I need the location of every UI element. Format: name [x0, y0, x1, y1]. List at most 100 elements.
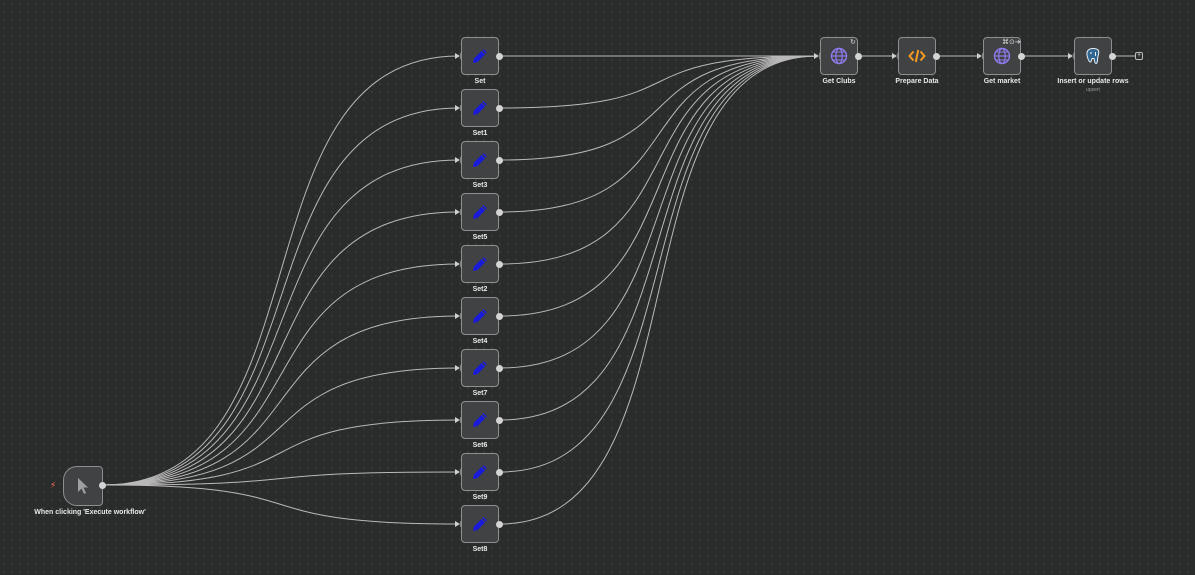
- pipeline-output-handle[interactable]: [1109, 53, 1116, 60]
- edge-set-to-get-clubs[interactable]: [499, 55, 819, 369]
- edge-set-to-get-clubs[interactable]: [499, 55, 819, 525]
- set-output-handle[interactable]: [496, 209, 503, 216]
- set-node-label: Set9: [472, 494, 488, 501]
- set-node-1[interactable]: [461, 89, 499, 127]
- pipeline-node-label: Prepare Data: [895, 78, 939, 85]
- pipeline-output-handle[interactable]: [933, 53, 940, 60]
- add-node-button[interactable]: +: [1135, 52, 1143, 60]
- set-node-9[interactable]: [461, 505, 499, 543]
- edge-trigger-to-set[interactable]: [102, 211, 460, 486]
- edge-set-to-get-clubs[interactable]: [499, 55, 819, 109]
- pipeline-output-handle[interactable]: [855, 53, 862, 60]
- pencil-icon: [473, 257, 487, 271]
- edge-arrow: [977, 53, 982, 59]
- set-node-label: Set3: [472, 182, 488, 189]
- edge-arrow: [455, 417, 460, 423]
- set-output-handle[interactable]: [496, 417, 503, 424]
- pencil-icon: [473, 413, 487, 427]
- set-node-label: Set2: [472, 286, 488, 293]
- edge-arrow: [455, 365, 460, 371]
- pipeline-node-3[interactable]: [1074, 37, 1112, 75]
- set-node-label: Set8: [472, 546, 488, 553]
- set-node-label: Set7: [472, 390, 488, 397]
- pencil-icon: [473, 309, 487, 323]
- edge-trigger-to-set[interactable]: [102, 315, 460, 486]
- set-node-0[interactable]: [461, 37, 499, 75]
- pipeline-node-label: Get market: [983, 78, 1021, 85]
- set-node-label: Set1: [472, 130, 488, 137]
- set-node-5[interactable]: [461, 297, 499, 335]
- edge-trigger-to-set[interactable]: [102, 471, 460, 486]
- edge-set-to-get-clubs[interactable]: [499, 55, 819, 265]
- edge-trigger-to-set[interactable]: [102, 159, 460, 486]
- edge-trigger-to-set[interactable]: [102, 263, 460, 486]
- set-output-handle[interactable]: [496, 313, 503, 320]
- set-node-label: Set4: [472, 338, 488, 345]
- set-node-7[interactable]: [461, 401, 499, 439]
- edge-arrow: [455, 105, 460, 111]
- edge-arrow: [1068, 53, 1073, 59]
- edge-arrow: [455, 313, 460, 319]
- set-node-3[interactable]: [461, 193, 499, 231]
- globe-icon: [993, 47, 1011, 65]
- edge-set-to-get-clubs[interactable]: [499, 55, 819, 213]
- pin-icon: ⌘⊙➔: [1002, 39, 1021, 46]
- pipeline-node-1[interactable]: [898, 37, 936, 75]
- pencil-icon: [473, 517, 487, 531]
- set-output-handle[interactable]: [496, 53, 503, 60]
- pencil-icon: [473, 153, 487, 167]
- set-output-handle[interactable]: [496, 157, 503, 164]
- set-output-handle[interactable]: [496, 105, 503, 112]
- postgres-icon: [1086, 47, 1100, 65]
- trigger-node[interactable]: [63, 466, 103, 506]
- lightning-bolt-icon: ⚡: [50, 480, 57, 490]
- loop-icon: ↻: [850, 39, 856, 46]
- code-icon: [908, 49, 926, 63]
- edge-trigger-to-set[interactable]: [102, 107, 460, 486]
- edge-arrow: [814, 53, 819, 59]
- pencil-icon: [473, 101, 487, 115]
- edge-arrow: [455, 469, 460, 475]
- set-output-handle[interactable]: [496, 469, 503, 476]
- pipeline-node-2[interactable]: [983, 37, 1021, 75]
- set-output-handle[interactable]: [496, 365, 503, 372]
- edge-trigger-to-set[interactable]: [102, 55, 460, 486]
- pipeline-output-handle[interactable]: [1018, 53, 1025, 60]
- set-node-4[interactable]: [461, 245, 499, 283]
- edge-arrow: [455, 261, 460, 267]
- trigger-label: When clicking 'Execute workflow': [34, 509, 146, 516]
- pipeline-node-0[interactable]: [820, 37, 858, 75]
- pencil-icon: [473, 361, 487, 375]
- edge-set-to-get-clubs[interactable]: [499, 55, 819, 161]
- pencil-icon: [473, 465, 487, 479]
- edge-set-to-get-clubs[interactable]: [499, 55, 819, 473]
- edge-trigger-to-set[interactable]: [102, 484, 460, 525]
- set-node-label: Set6: [472, 442, 488, 449]
- set-output-handle[interactable]: [496, 261, 503, 268]
- pencil-icon: [473, 49, 487, 63]
- edge-arrow: [455, 521, 460, 527]
- edge-set-to-get-clubs[interactable]: [499, 55, 819, 317]
- set-output-handle[interactable]: [496, 521, 503, 528]
- edge-arrow: [455, 157, 460, 163]
- set-node-label: Set: [474, 78, 486, 85]
- set-node-8[interactable]: [461, 453, 499, 491]
- set-node-6[interactable]: [461, 349, 499, 387]
- mouse-pointer-icon: [78, 478, 88, 494]
- edge-arrow: [455, 209, 460, 215]
- pipeline-node-label: Get Clubs: [822, 78, 856, 85]
- edge-set-to-get-clubs[interactable]: [499, 55, 819, 421]
- edge-arrow: [455, 53, 460, 59]
- set-node-2[interactable]: [461, 141, 499, 179]
- set-node-label: Set5: [472, 234, 488, 241]
- edge-trigger-to-set[interactable]: [102, 367, 460, 486]
- edge-trigger-to-set[interactable]: [102, 419, 460, 486]
- pipeline-node-sublabel: upsert: [1086, 87, 1100, 93]
- pencil-icon: [473, 205, 487, 219]
- globe-icon: [830, 47, 848, 65]
- edge-arrow: [892, 53, 897, 59]
- pipeline-node-label: Insert or update rows: [1057, 78, 1129, 85]
- trigger-output-handle[interactable]: [99, 482, 106, 489]
